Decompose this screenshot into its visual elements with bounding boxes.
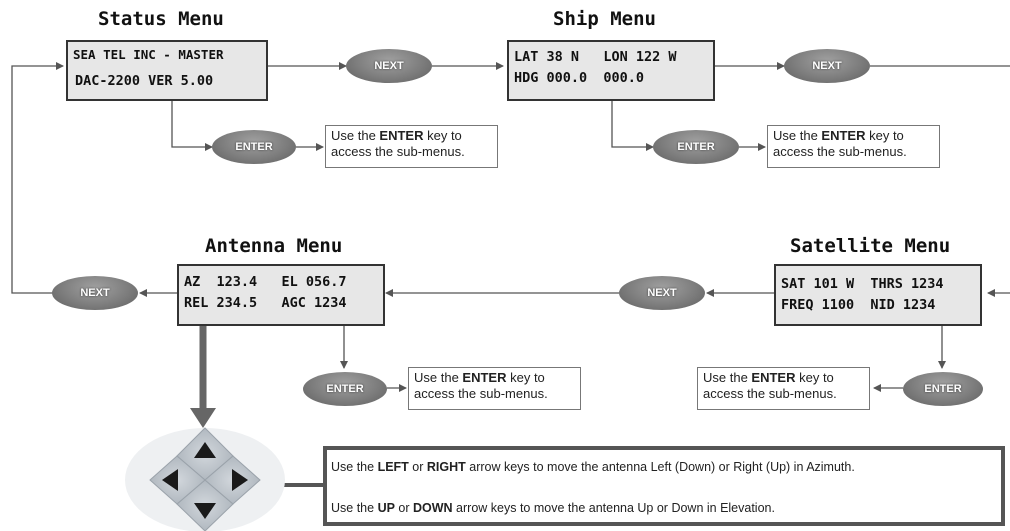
- up-arrow-icon: [194, 442, 216, 458]
- satellite-enter-button[interactable]: ENTER: [903, 372, 983, 406]
- ship-next-button[interactable]: NEXT: [784, 49, 870, 83]
- ship-enter-note: Use the ENTER key to access the sub-menu…: [767, 125, 940, 168]
- right-arrow-key[interactable]: [204, 455, 261, 505]
- antenna-menu-line1: AZ 123.4 EL 056.7: [184, 274, 347, 290]
- ship-menu-line2: HDG 000.0 000.0: [514, 70, 645, 86]
- antenna-menu-title: Antenna Menu: [205, 235, 343, 257]
- ship-enter-line: [611, 101, 654, 151]
- status-menu-display: SEA TEL INC - MASTER DAC-2200 VER 5.00: [66, 40, 268, 101]
- status-enter-line: [171, 101, 213, 151]
- status-enter-button[interactable]: ENTER: [212, 130, 296, 164]
- down-arrow-icon: [194, 503, 216, 519]
- elevation-instruction: Use the UP or DOWN arrow keys to move th…: [331, 501, 775, 515]
- satellite-menu-display: SAT 101 W THRS 1234 FREQ 1100 NID 1234: [774, 264, 982, 326]
- left-arrow-icon: [162, 469, 178, 491]
- antenna-enter-note: Use the ENTER key to access the sub-menu…: [408, 367, 581, 410]
- status-menu-title: Status Menu: [98, 8, 224, 30]
- status-menu-line1: SEA TEL INC - MASTER: [73, 47, 224, 62]
- satellite-next-button[interactable]: NEXT: [619, 276, 705, 310]
- satellite-menu-line1: SAT 101 W THRS 1234: [781, 276, 944, 292]
- arrow-key-info-box: Use the LEFT or RIGHT arrow keys to move…: [323, 446, 1005, 526]
- satellite-menu-title: Satellite Menu: [790, 235, 951, 257]
- ship-menu-line1: LAT 38 N LON 122 W: [514, 49, 677, 65]
- ship-menu-title: Ship Menu: [553, 8, 656, 30]
- satellite-enter-note: Use the ENTER key to access the sub-menu…: [697, 367, 870, 410]
- arrow-keypad: [125, 427, 285, 531]
- status-next-button[interactable]: NEXT: [346, 49, 432, 83]
- ship-enter-button[interactable]: ENTER: [653, 130, 739, 164]
- antenna-next-button[interactable]: NEXT: [52, 276, 138, 310]
- satellite-menu-line2: FREQ 1100 NID 1234: [781, 297, 936, 313]
- antenna-menu-line2: REL 234.5 AGC 1234: [184, 295, 347, 311]
- antenna-menu-display: AZ 123.4 EL 056.7 REL 234.5 AGC 1234: [177, 264, 385, 326]
- status-enter-note: Use the ENTER key to access the sub-menu…: [325, 125, 498, 168]
- loop-line-left: [11, 62, 64, 294]
- antenna-enter-button[interactable]: ENTER: [303, 372, 387, 406]
- status-menu-line2: DAC-2200 VER 5.00: [75, 73, 214, 89]
- ship-menu-display: LAT 38 N LON 122 W HDG 000.0 000.0: [507, 40, 715, 101]
- right-arrow-icon: [232, 469, 248, 491]
- azimuth-instruction: Use the LEFT or RIGHT arrow keys to move…: [331, 460, 855, 474]
